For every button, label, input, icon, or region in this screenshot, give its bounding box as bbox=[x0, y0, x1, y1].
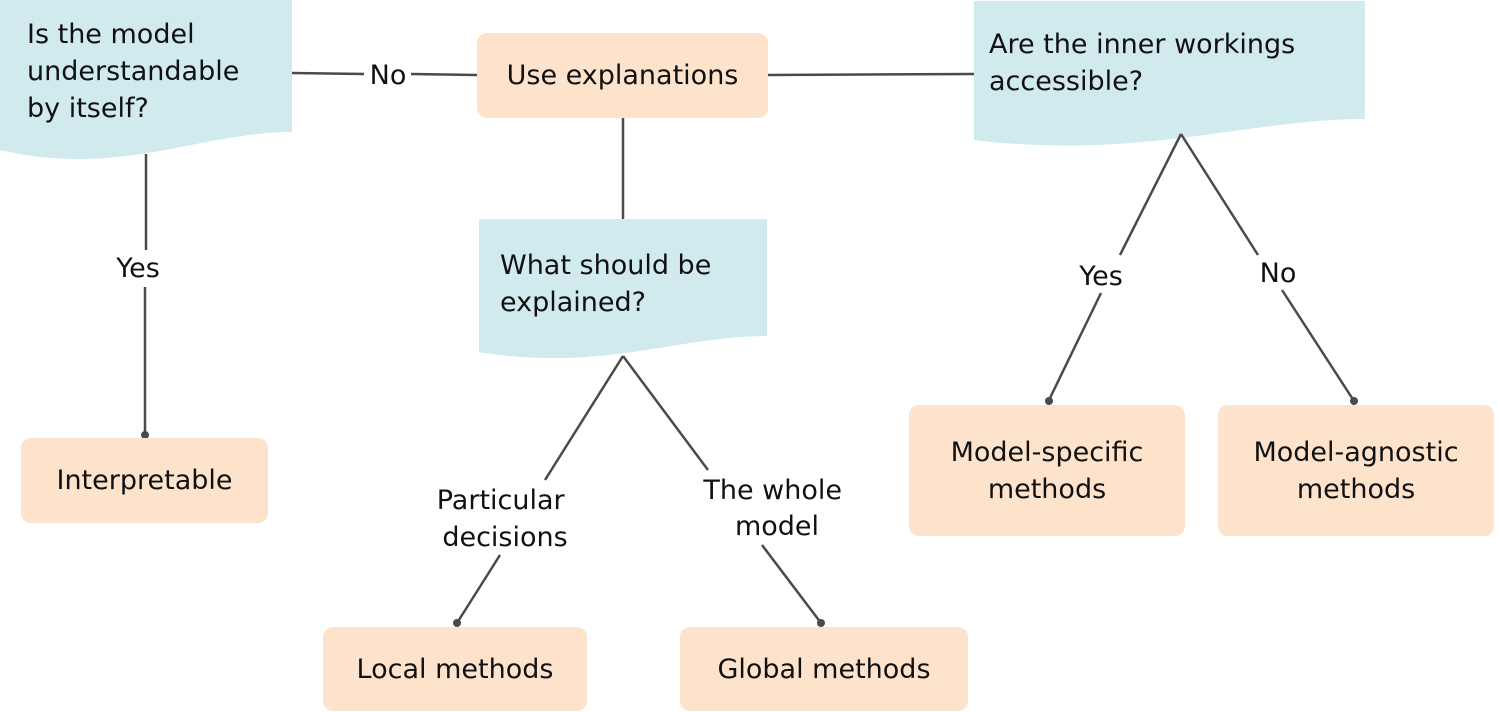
decision-what-explained: What should be explained? bbox=[500, 250, 712, 318]
edge-label-particular-line2: decisions bbox=[442, 522, 567, 553]
connector-whole-to-global bbox=[761, 544, 822, 624]
edge-label-particular-line1: Particular bbox=[437, 485, 566, 516]
decision-understandable: Is the model understandable by itself? bbox=[27, 19, 240, 124]
connector-understandable-to-use bbox=[291, 71, 365, 76]
outcome-model-agnostic: Model-agnostic methods bbox=[1218, 405, 1494, 536]
connector-yes-to-specific bbox=[1047, 292, 1103, 401]
connector-inner-to-no bbox=[1179, 133, 1260, 256]
edge-label-whole: The whole model bbox=[702, 475, 850, 542]
outcome-model-specific: Model-specific methods bbox=[909, 405, 1185, 536]
outcome-global-methods: Global methods bbox=[680, 627, 968, 711]
connector-dot-specific bbox=[1045, 397, 1053, 405]
edge-label-no-right: No bbox=[1260, 258, 1297, 289]
connector-dot-local bbox=[453, 619, 461, 627]
edge-label-particular: Particular decisions bbox=[437, 485, 574, 553]
edge-label-whole-line2: model bbox=[735, 511, 819, 542]
edge-label-whole-line1: The whole bbox=[702, 475, 842, 506]
edge-label-yes-right: Yes bbox=[1078, 261, 1123, 292]
connector-inner-to-yes bbox=[1118, 133, 1183, 256]
decision-shape-inner-workings bbox=[974, 1, 1365, 146]
outcome-local-methods: Local methods bbox=[323, 627, 587, 711]
connector-dot-interpretable bbox=[141, 431, 149, 439]
connector-particular-to-local bbox=[455, 554, 502, 624]
outcome-use-explanations: Use explanations bbox=[477, 33, 768, 118]
edge-label-no-left: No bbox=[370, 60, 407, 91]
edge-label-yes-left: Yes bbox=[115, 253, 160, 284]
connector-no-to-use bbox=[410, 72, 478, 77]
decision-shape-what-explained bbox=[479, 219, 767, 359]
connector-dot-agnostic bbox=[1350, 397, 1358, 405]
decision-inner-workings: Are the inner workings accessible? bbox=[989, 29, 1296, 97]
outcome-interpretable: Interpretable bbox=[21, 438, 268, 523]
connector-what-to-whole bbox=[621, 355, 710, 471]
connector-what-to-particular bbox=[543, 355, 625, 481]
connector-dot-global bbox=[817, 619, 825, 627]
decision-shape-understandable bbox=[0, 0, 292, 160]
connector-use-to-inner bbox=[767, 72, 975, 77]
connector-no-to-agnostic bbox=[1280, 289, 1356, 402]
